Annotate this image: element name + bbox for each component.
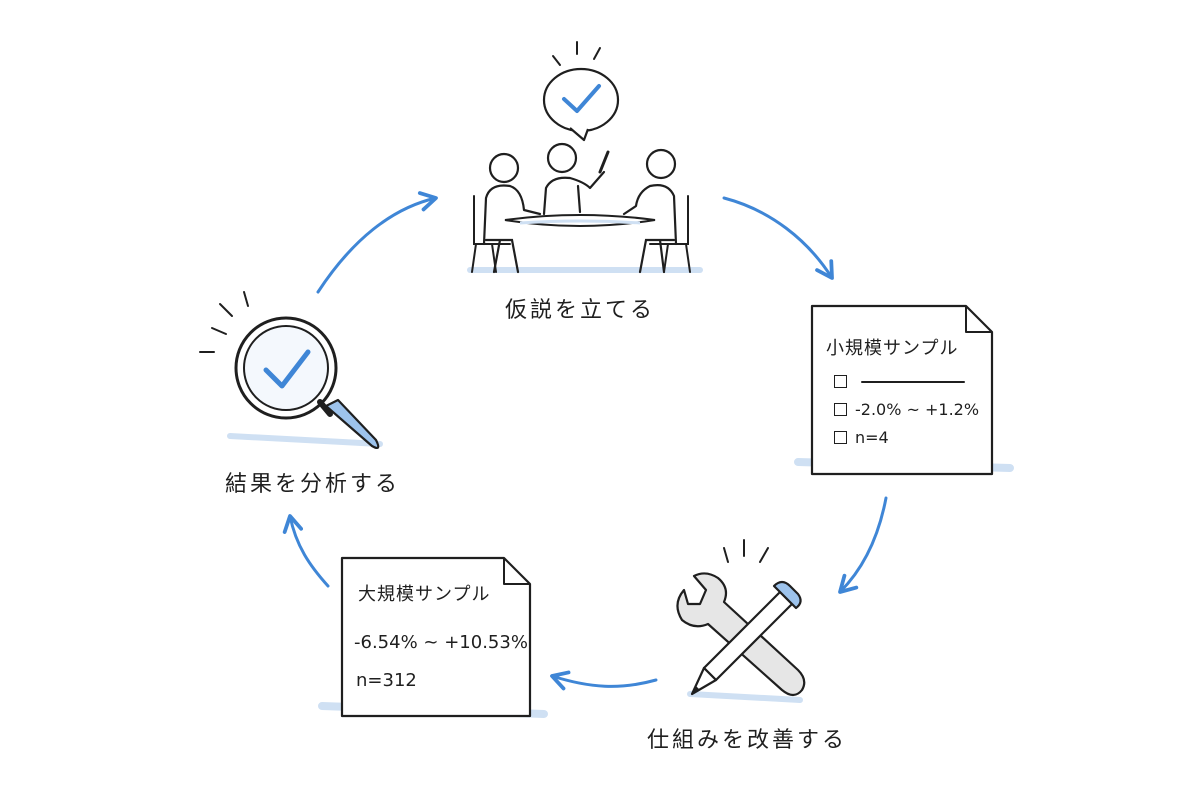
small-sample-item-1 (834, 372, 855, 391)
arrow-improve-to-large (550, 670, 658, 691)
small-sample-title: 小規模サンプル (826, 338, 959, 359)
small-sample-card-paper (794, 304, 1014, 476)
stage-label-hypothesis: 仮説を立てる (505, 298, 656, 323)
checkbox-icon (834, 375, 847, 388)
large-sample-card: 大規模サンプル -6.54% ~ +10.53% n=312 (342, 558, 530, 716)
small-sample-item-2: -2.0% ~ +1.2% (834, 400, 979, 419)
small-sample-card: 小規模サンプル -2.0% ~ +1.2% n=4 (812, 306, 992, 474)
arrow-large-to-analyze (282, 514, 330, 588)
check-speech-bubble-icon (542, 41, 620, 142)
large-sample-card-paper (318, 556, 548, 718)
arrow-hypothesis-to-small (722, 196, 834, 280)
small-sample-item-3: n=4 (834, 428, 889, 447)
small-sample-n: n=4 (855, 428, 889, 447)
large-sample-range: -6.54% ~ +10.53% (354, 632, 528, 653)
stage-label-improve: 仕組みを改善する (647, 728, 848, 753)
checkbox-icon (834, 403, 847, 416)
magnifier-check-icon (199, 291, 383, 450)
checkbox-icon (834, 431, 847, 444)
arrow-small-to-improve (838, 496, 888, 594)
wrench-pencil-icon (676, 539, 806, 703)
small-sample-range: -2.0% ~ +1.2% (855, 400, 980, 419)
arrow-analyze-to-hypothesis (316, 191, 438, 294)
stage-label-analyze: 結果を分析する (225, 472, 401, 497)
large-sample-n: n=312 (356, 670, 417, 691)
large-sample-title: 大規模サンプル (358, 584, 491, 605)
meeting-people-icon (467, 41, 703, 274)
